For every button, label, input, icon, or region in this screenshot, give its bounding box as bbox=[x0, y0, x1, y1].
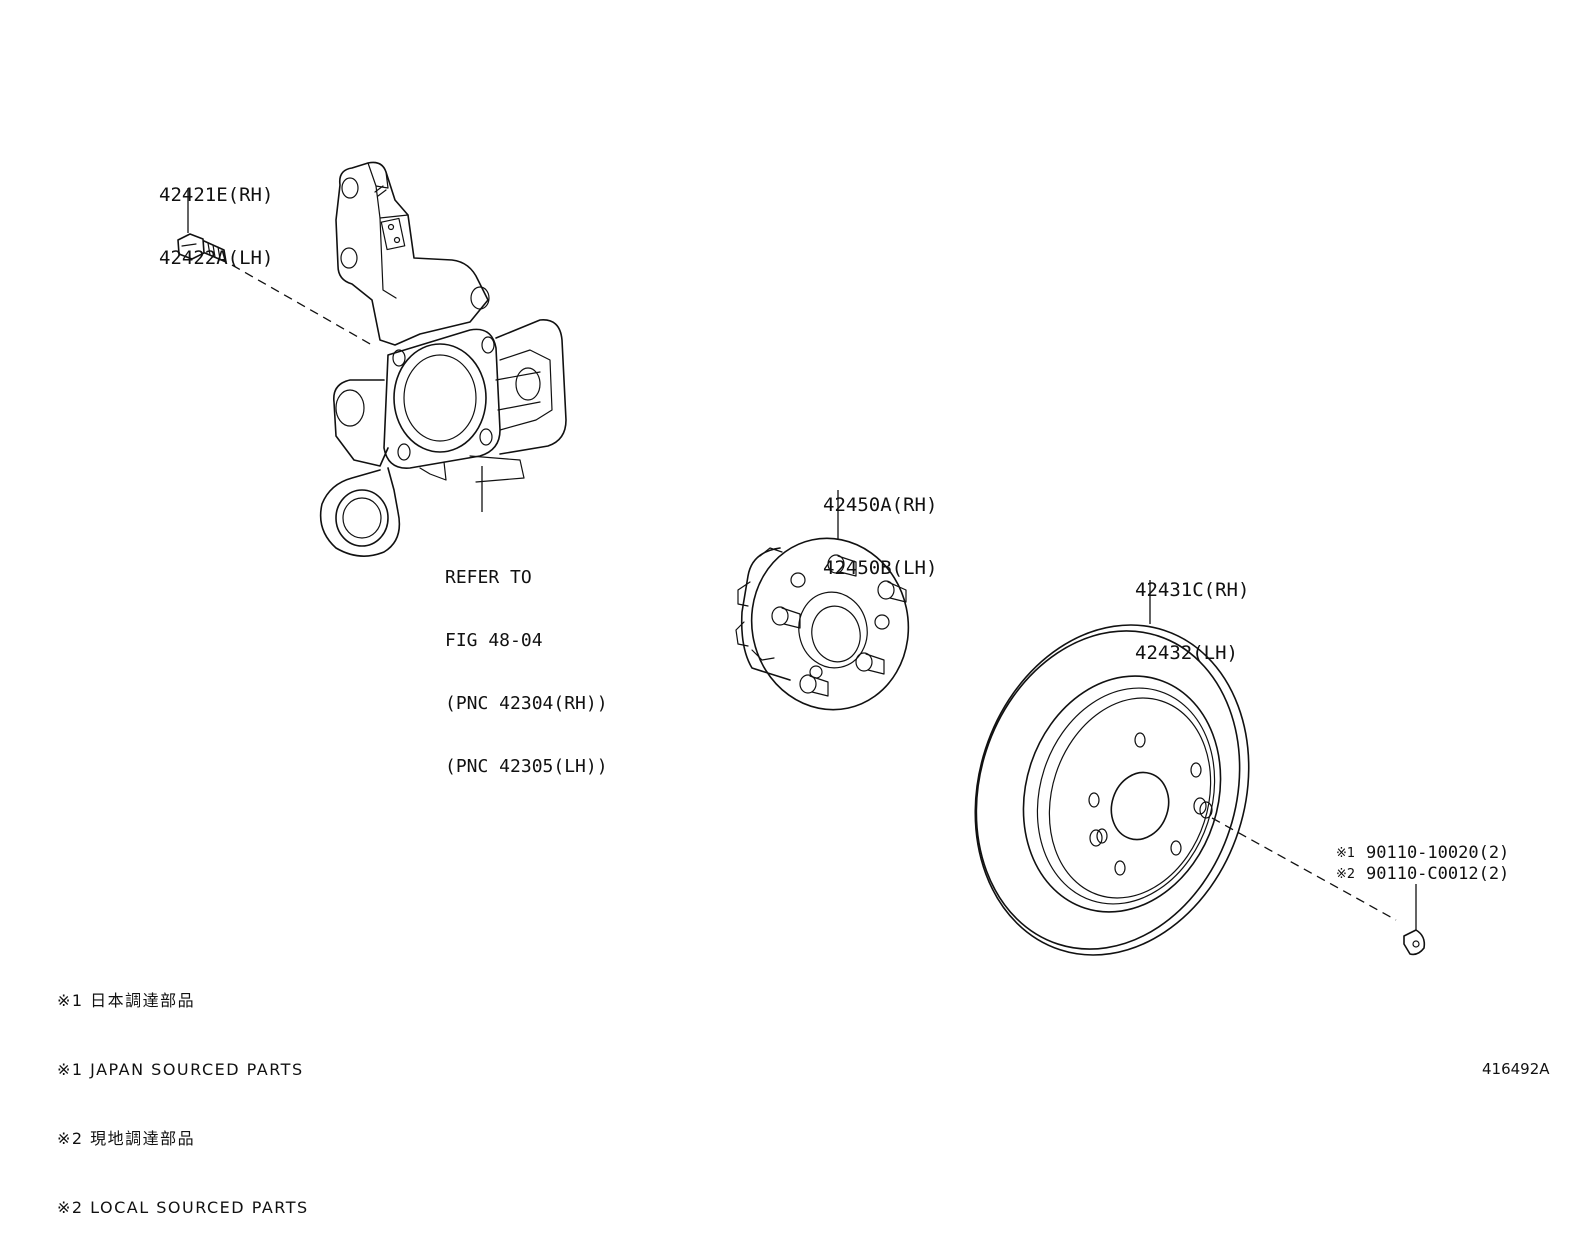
hub-part-number-rh: 42450A(RH) bbox=[823, 494, 938, 516]
disc-part-number-rh: 42431C(RH) bbox=[1135, 579, 1250, 601]
screw-part-number-1: 90110-10020(2) bbox=[1366, 843, 1510, 863]
disc-part-label: 42431C(RH) 42432(LH) bbox=[1135, 538, 1249, 685]
bolt-part-label: 42421E(RH) 42422A(LH) bbox=[159, 143, 273, 290]
screw-source-mark-2: ※2 bbox=[1336, 867, 1356, 882]
screw-part-number-2: 90110-C0012(2) bbox=[1366, 864, 1510, 884]
hub-part-label: 42450A(RH) 42450B(LH) bbox=[823, 453, 937, 600]
note-japan-sourced-en: ※1 JAPAN SOURCED PARTS bbox=[57, 1060, 304, 1079]
bolt-icon[interactable] bbox=[177, 188, 373, 346]
screw-source-mark-1: ※1 bbox=[1336, 846, 1356, 861]
hub-assembly-icon[interactable] bbox=[735, 490, 924, 724]
knuckle-reference-label: REFER TO FIG 48-04 (PNC 42304(RH)) (PNC … bbox=[445, 525, 608, 798]
figure-reference-number: 416492A bbox=[1482, 1060, 1550, 1078]
knuckle-ref-line-3: (PNC 42304(RH)) bbox=[445, 693, 608, 714]
note-local-sourced-jp: ※2 現地調達部品 bbox=[57, 1129, 196, 1148]
bolt-part-number-rh: 42421E(RH) bbox=[159, 184, 274, 206]
note-local-sourced-en: ※2 LOCAL SOURCED PARTS bbox=[57, 1198, 309, 1217]
knuckle-ref-line-4: (PNC 42305(LH)) bbox=[445, 756, 608, 777]
note-japan-sourced-jp: ※1 日本調達部品 bbox=[57, 991, 196, 1010]
disc-part-number-lh: 42432(LH) bbox=[1135, 642, 1238, 664]
knuckle-ref-line-2: FIG 48-04 bbox=[445, 630, 543, 651]
parts-diagram bbox=[177, 161, 1426, 991]
bolt-part-number-lh: 42422A(LH) bbox=[159, 247, 274, 269]
screw-icon[interactable] bbox=[1211, 817, 1426, 956]
sourcing-notes: ※1 日本調達部品 ※1 JAPAN SOURCED PARTS ※2 現地調達… bbox=[57, 943, 309, 1242]
brake-disc-icon[interactable] bbox=[934, 580, 1291, 991]
steering-knuckle-icon[interactable] bbox=[319, 161, 567, 557]
hub-part-number-lh: 42450B(LH) bbox=[823, 557, 938, 579]
knuckle-ref-line-1: REFER TO bbox=[445, 567, 532, 588]
